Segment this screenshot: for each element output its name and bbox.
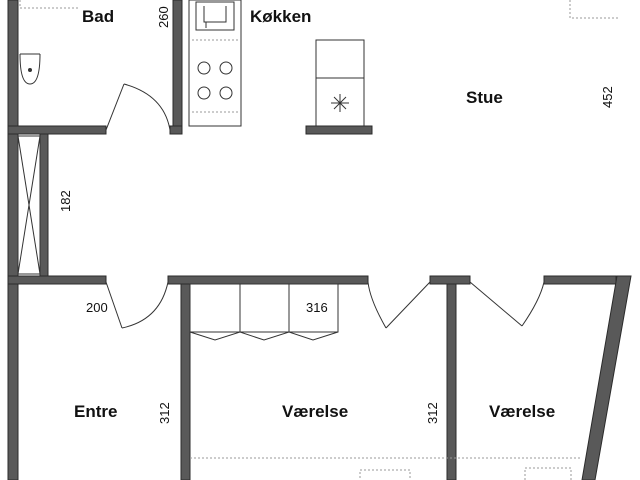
bedroom-closets [189, 283, 339, 341]
wall-bad-kitchen [172, 0, 183, 134]
wall-middle-d [543, 275, 617, 285]
dimension-312-b: 312 [425, 402, 440, 424]
bathroom-sink [19, 53, 41, 85]
wardrobe [17, 135, 41, 275]
kitchen-counter [188, 0, 242, 127]
room-label-bad: Bad [82, 7, 114, 26]
wall-right-slanted [581, 275, 632, 480]
wall-middle-c [429, 275, 471, 285]
door-vaerelse-1 [367, 281, 431, 329]
fan-icon [331, 94, 349, 112]
door-entre [105, 281, 169, 329]
stove-icon [197, 61, 233, 100]
walls [7, 0, 632, 480]
wall-middle-a [7, 275, 107, 285]
room-label-kokken: Køkken [250, 7, 311, 26]
kitchen-island [305, 39, 373, 135]
wall-left-outer [7, 0, 19, 480]
wall-corridor-left [39, 133, 49, 279]
dimension-312-a: 312 [157, 402, 172, 424]
doors [105, 83, 545, 329]
room-label-entre: Entre [74, 402, 117, 421]
door-bad [105, 83, 171, 131]
door-vaerelse-2 [469, 281, 545, 327]
wall-entre-room [180, 283, 191, 480]
dimension-316: 316 [306, 300, 328, 315]
dashed-outlines [19, 0, 618, 480]
room-label-stue: Stue [466, 88, 503, 107]
wall-bad-bottom-left [7, 125, 107, 135]
room-label-vaerelse-1: Værelse [282, 402, 348, 421]
wall-room-room [446, 283, 457, 480]
wall-bad-bottom-right [169, 125, 183, 135]
dimension-452: 452 [600, 86, 615, 108]
room-label-vaerelse-2: Værelse [489, 402, 555, 421]
dimension-260: 260 [156, 6, 171, 28]
wall-middle-b [167, 275, 369, 285]
dimension-182: 182 [58, 190, 73, 212]
dimension-200: 200 [86, 300, 108, 315]
